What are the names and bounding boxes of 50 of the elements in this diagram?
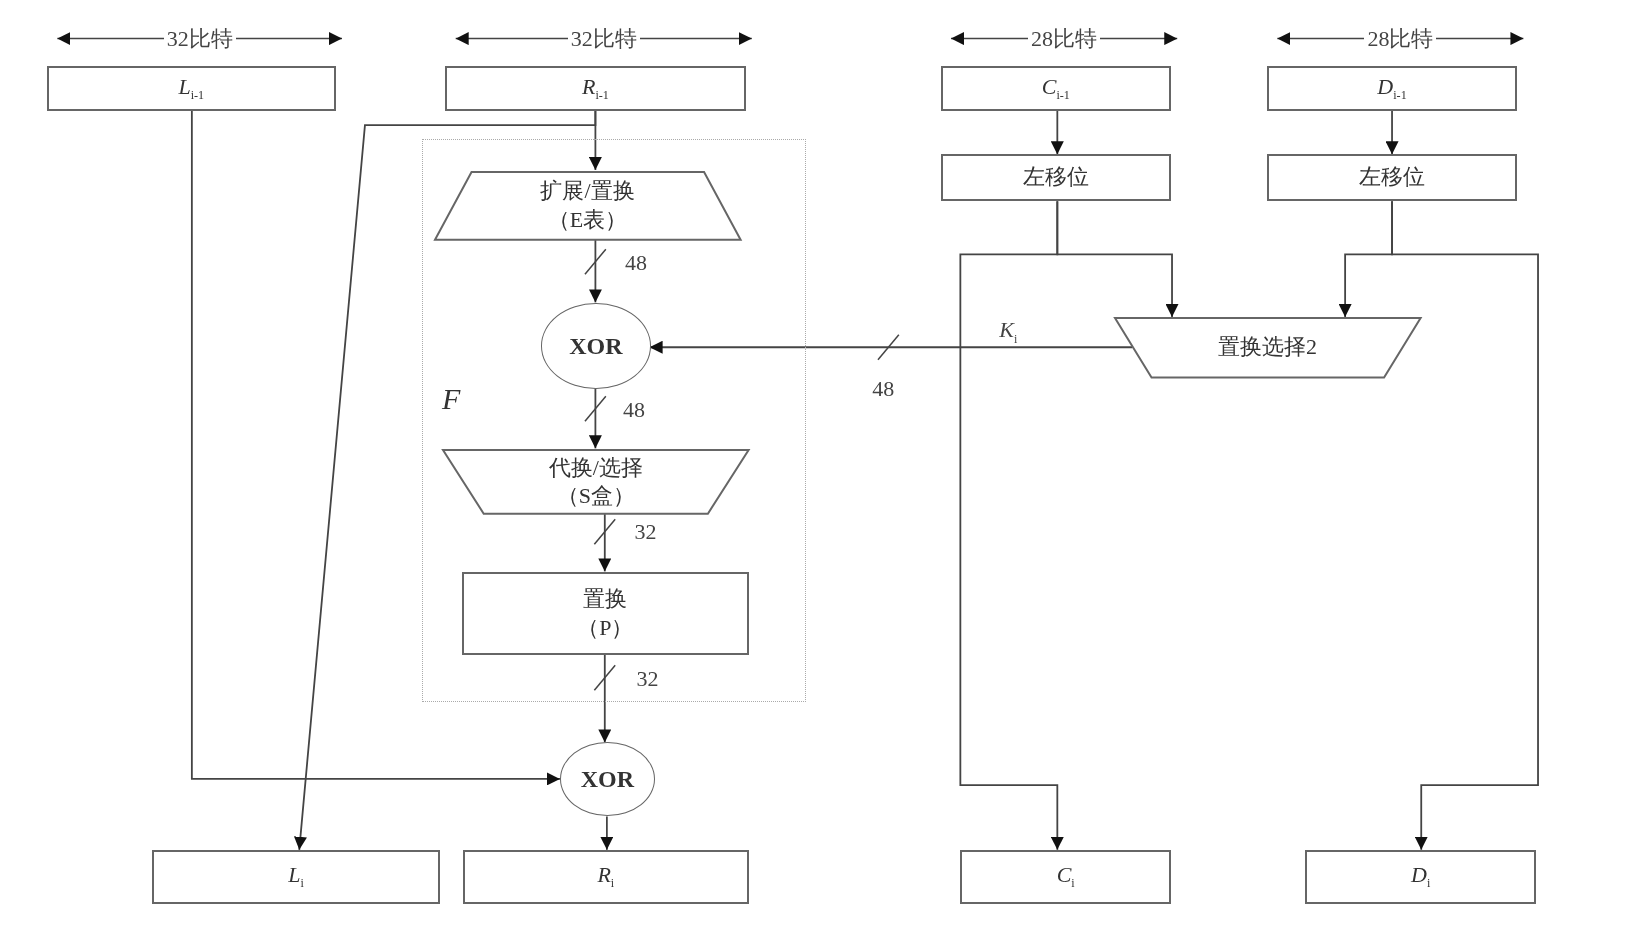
- block-label: L$_{i-1}$: [178, 72, 205, 104]
- process-box: [1305, 849, 1536, 905]
- block-label: （S盒）: [556, 482, 635, 511]
- dimension-label: 32比特: [163, 26, 236, 51]
- function-label: F: [442, 381, 461, 416]
- dimension-label: 32比特: [567, 26, 640, 51]
- arrow: [588, 238, 602, 304]
- block-label: 代换/选择: [548, 453, 643, 482]
- process-box: [152, 849, 440, 905]
- trapezoid-block: [1113, 317, 1422, 379]
- block-label: 左移位: [1022, 163, 1089, 192]
- block-label: R$_{i}$: [597, 861, 615, 893]
- block-label: D$_{i}$: [1411, 861, 1431, 893]
- dimension-label: 28比特: [1028, 26, 1101, 51]
- process-box: [46, 65, 336, 111]
- block-label: 扩展/置换: [540, 177, 635, 206]
- block-label: D$_{i-1}$: [1377, 72, 1407, 104]
- block-label: XOR: [580, 764, 635, 794]
- arrow: [293, 109, 597, 851]
- process-box: [940, 65, 1171, 111]
- process-box: [462, 849, 749, 905]
- block-label: （P）: [577, 613, 634, 642]
- arrow: [959, 200, 1064, 851]
- trapezoid-block: [433, 170, 742, 241]
- arrow: [598, 513, 612, 573]
- block-label: 左移位: [1359, 163, 1426, 192]
- process-box: [960, 849, 1171, 905]
- block-label: （E表）: [547, 205, 628, 234]
- dimension-label: 28比特: [1364, 26, 1437, 51]
- arrow: [598, 652, 612, 744]
- process-box: [1266, 65, 1518, 111]
- arrow: [1050, 109, 1064, 156]
- arrow: [1391, 200, 1539, 851]
- block-label: L$_{i}$: [288, 861, 304, 893]
- process-box: [461, 572, 749, 655]
- process-box: [445, 65, 746, 111]
- block-label: 置换: [583, 585, 628, 613]
- arrow: [588, 387, 602, 450]
- function-group-box: [422, 138, 806, 702]
- process-box: [940, 154, 1171, 202]
- arrow: [600, 815, 614, 851]
- block-label: XOR: [569, 331, 623, 361]
- process-box: [1266, 154, 1518, 202]
- arrow: [190, 109, 561, 786]
- block-label: R$_{i-1}$: [581, 72, 609, 104]
- block-label: C$_{i-1}$: [1041, 72, 1070, 104]
- block-label: C$_{i}$: [1056, 861, 1075, 893]
- trapezoid-block: [442, 449, 750, 516]
- block-label: 置换选择2: [1217, 333, 1317, 362]
- arrow: [1385, 109, 1399, 156]
